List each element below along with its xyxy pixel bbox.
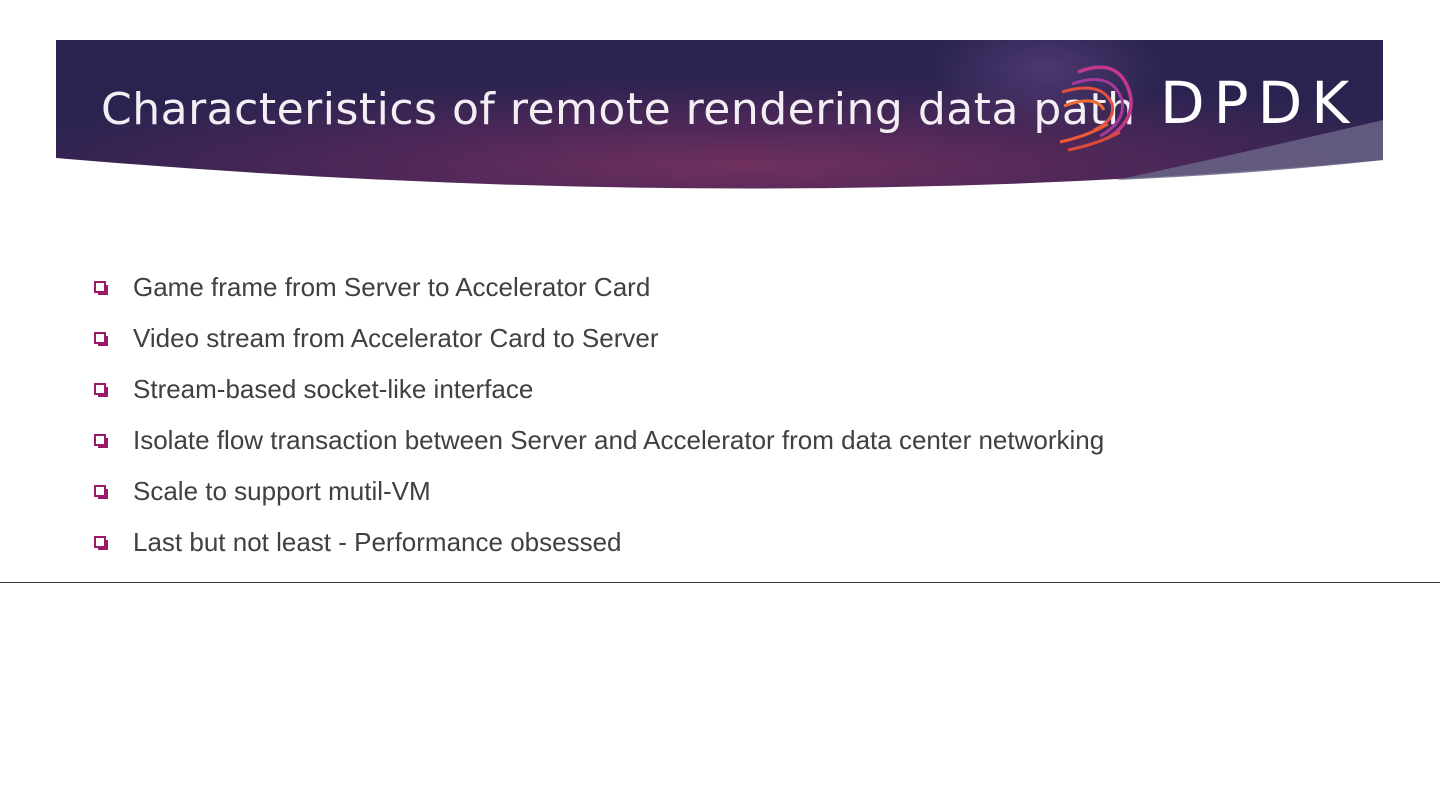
bullet-text: Game frame from Server to Accelerator Ca… xyxy=(133,272,651,302)
checkbox-square-icon xyxy=(94,433,108,448)
slide-divider xyxy=(0,582,1440,583)
bullet-text: Scale to support mutil-VM xyxy=(133,476,431,506)
slide-title: Characteristics of remote rendering data… xyxy=(101,84,1136,135)
title-banner xyxy=(56,40,1383,193)
list-item: Scale to support mutil-VM xyxy=(94,466,1104,517)
checkbox-square-icon xyxy=(94,280,108,295)
bullet-text: Last but not least - Performance obsesse… xyxy=(133,527,622,557)
checkbox-square-icon xyxy=(94,331,108,346)
checkbox-square-icon xyxy=(94,484,108,499)
list-item: Last but not least - Performance obsesse… xyxy=(94,517,1104,568)
dpdk-logo: DPDK xyxy=(1058,58,1378,152)
bullet-text: Video stream from Accelerator Card to Se… xyxy=(133,323,659,353)
list-item: Video stream from Accelerator Card to Se… xyxy=(94,313,1104,364)
banner-background xyxy=(56,40,1383,189)
checkbox-square-icon xyxy=(94,382,108,397)
list-item: Isolate flow transaction between Server … xyxy=(94,415,1104,466)
list-item: Game frame from Server to Accelerator Ca… xyxy=(94,262,1104,313)
logo-text: DPDK xyxy=(1160,69,1359,137)
list-item: Stream-based socket-like interface xyxy=(94,364,1104,415)
fingerprint-logo-icon xyxy=(1059,65,1133,152)
checkbox-square-icon xyxy=(94,535,108,550)
bullet-list: Game frame from Server to Accelerator Ca… xyxy=(94,262,1104,568)
bullet-text: Stream-based socket-like interface xyxy=(133,374,534,404)
bullet-text: Isolate flow transaction between Server … xyxy=(133,425,1105,455)
